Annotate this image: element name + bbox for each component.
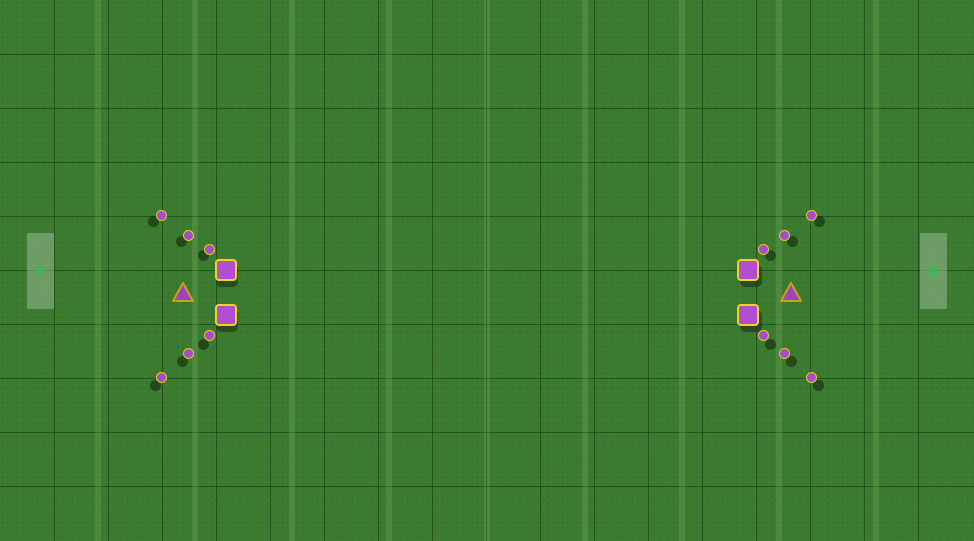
left-player-dot[interactable] [156, 210, 167, 221]
field-stripe [289, 0, 295, 541]
right-goal[interactable] [920, 233, 947, 309]
player-shadow [198, 339, 209, 350]
player-shadow [786, 356, 797, 367]
player-shadow [765, 250, 776, 261]
field-stripe [873, 0, 879, 541]
left-player-dot[interactable] [183, 348, 194, 359]
left-goal[interactable] [27, 233, 54, 309]
left-player-dot[interactable] [204, 244, 215, 255]
left-player-square[interactable] [214, 303, 237, 326]
field-stripe [679, 0, 685, 541]
right-player-dot[interactable] [806, 210, 817, 221]
player-shadow [176, 236, 187, 247]
grid-line [0, 162, 974, 163]
right-player-dot[interactable] [758, 330, 769, 341]
left-player-dot[interactable] [183, 230, 194, 241]
player-shadow [198, 250, 209, 261]
right-player-dot[interactable] [779, 230, 790, 241]
player-shadow [177, 356, 188, 367]
grid-line [0, 108, 974, 109]
goal-marker-icon [37, 266, 44, 276]
right-player-dot[interactable] [758, 244, 769, 255]
player-shadow [148, 216, 159, 227]
grid-line [0, 378, 974, 379]
grid-line [0, 270, 974, 271]
right-player-triangle-icon[interactable] [780, 282, 802, 302]
goal-marker-icon [930, 266, 937, 276]
left-player-dot[interactable] [156, 372, 167, 383]
field-stripe [582, 0, 588, 541]
player-shadow [150, 380, 161, 391]
right-player-square[interactable] [736, 258, 759, 281]
grid-line [0, 324, 974, 325]
player-shadow [814, 216, 825, 227]
right-player-square[interactable] [736, 303, 759, 326]
grid-line [0, 216, 974, 217]
right-player-dot[interactable] [806, 372, 817, 383]
grid-line [0, 54, 974, 55]
field-stripe [192, 0, 198, 541]
player-shadow [813, 380, 824, 391]
grid-line [0, 432, 974, 433]
left-player-square[interactable] [214, 258, 237, 281]
player-shadow [787, 236, 798, 247]
player-shadow [765, 339, 776, 350]
left-player-dot[interactable] [204, 330, 215, 341]
field-stripe [95, 0, 101, 541]
right-player-dot[interactable] [779, 348, 790, 359]
grid-line [0, 486, 974, 487]
field-stripe [484, 0, 490, 541]
field-stripe [776, 0, 782, 541]
left-player-triangle-icon[interactable] [172, 282, 194, 302]
field-stripe [386, 0, 392, 541]
